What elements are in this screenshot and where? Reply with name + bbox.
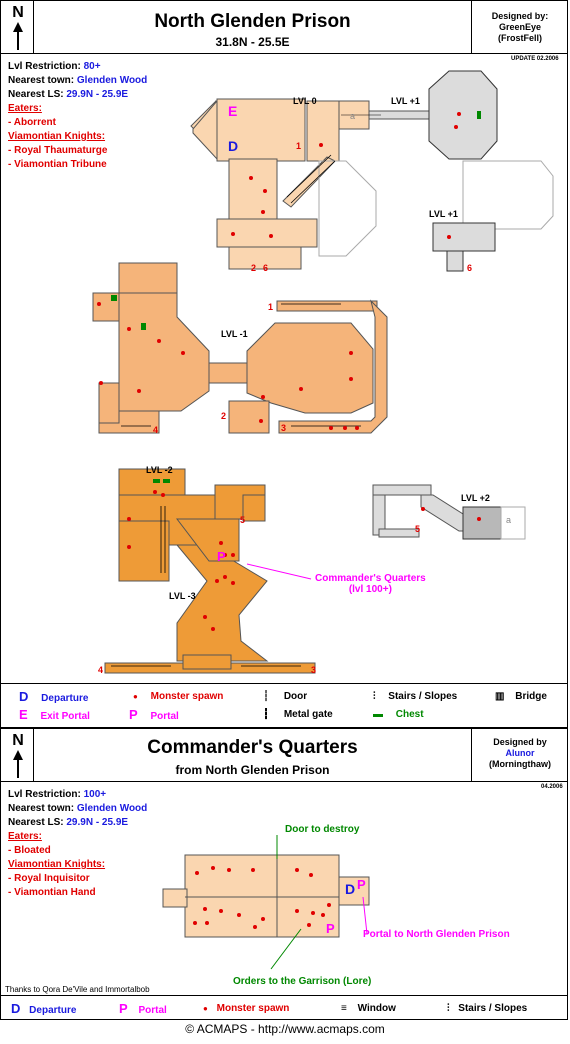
header-divider bbox=[1, 781, 567, 782]
prison-map bbox=[92, 70, 554, 674]
stair-number: 5 bbox=[240, 515, 246, 525]
level-label: LVL +1 bbox=[391, 96, 420, 106]
departure-marker: D bbox=[228, 138, 239, 154]
designer-credit: Designed by Alunor (Morningthaw) bbox=[489, 737, 551, 769]
level-label: LVL -1 bbox=[221, 329, 248, 339]
divider bbox=[33, 1, 34, 53]
divider bbox=[471, 729, 472, 781]
portal-marker: P bbox=[326, 921, 335, 936]
stair-number: 4 bbox=[153, 425, 159, 435]
designer-credit: Designed by: GreenEye (FrostFell) bbox=[491, 11, 549, 43]
update-date: UPDATE 02.2006 bbox=[511, 56, 559, 62]
portal-marker: P bbox=[357, 877, 366, 892]
door-to-destroy-label: Door to destroy bbox=[285, 824, 360, 835]
divider bbox=[471, 1, 472, 53]
stair-number: 6 bbox=[467, 263, 473, 273]
legend-divider bbox=[1, 995, 567, 996]
portal-to-prison-label: Portal to North Glenden Prison bbox=[363, 929, 510, 940]
quarters-subtitle: from North Glenden Prison bbox=[175, 763, 330, 777]
north-arrow-icon: N bbox=[7, 732, 29, 778]
level-label: LVL 0 bbox=[293, 96, 317, 106]
level-label: LVL -3 bbox=[169, 591, 196, 601]
prison-panel: N North Glenden Prison 31.8N - 25.5E Des… bbox=[0, 0, 568, 728]
stair-number: 4 bbox=[98, 665, 104, 675]
portal-marker: P bbox=[217, 549, 226, 564]
marker-a: a bbox=[506, 515, 512, 525]
stair-number: 2 bbox=[221, 411, 227, 421]
level-label: LVL -2 bbox=[146, 465, 173, 475]
quarters-title: Commander's Quarters bbox=[147, 737, 358, 758]
footer-copyright: © ACMAPS - http://www.acmaps.com bbox=[185, 1022, 385, 1036]
thanks-credit: Thanks to Qora De'Vile and Immortalbob bbox=[5, 985, 150, 994]
orders-label: Orders to the Garrison (Lore) bbox=[233, 976, 372, 987]
quarters-map bbox=[162, 835, 370, 970]
legend: D Departure P Portal ● Monster spawn ≡ W… bbox=[11, 1001, 528, 1016]
level-label: LVL +1 bbox=[429, 209, 458, 219]
info-block: Lvl Restriction: 100+ Nearest town: Glen… bbox=[8, 789, 148, 898]
stair-number: 1 bbox=[296, 141, 302, 151]
stair-number: 3 bbox=[281, 423, 287, 433]
departure-marker: D bbox=[345, 881, 356, 897]
legend: D Departure E Exit Portal ● Monster spaw… bbox=[19, 689, 547, 722]
divider bbox=[33, 729, 34, 781]
header-divider bbox=[1, 53, 567, 54]
page-title: North Glenden Prison bbox=[154, 11, 351, 32]
legend-divider bbox=[1, 683, 567, 684]
exit-portal-marker: E bbox=[228, 103, 238, 119]
quarters-panel: N Commander's Quarters from North Glende… bbox=[0, 728, 568, 1020]
stair-number: 3 bbox=[311, 665, 317, 675]
level-label: LVL +2 bbox=[461, 493, 490, 503]
stair-number: 5 bbox=[415, 524, 421, 534]
map-coordinates: 31.8N - 25.5E bbox=[215, 35, 290, 49]
stair-number: 2 bbox=[251, 263, 257, 273]
monster-spawns bbox=[1, 1, 481, 631]
marker-a: a bbox=[350, 111, 356, 121]
stair-number: 6 bbox=[263, 263, 269, 273]
info-block: Lvl Restriction: 80+ Nearest town: Glend… bbox=[8, 61, 148, 170]
stair-number: 1 bbox=[268, 302, 274, 312]
commanders-quarters-label: Commander's Quarters (lvl 100+) bbox=[315, 573, 426, 595]
update-date: 04.2006 bbox=[541, 784, 563, 790]
north-arrow-icon: N bbox=[7, 4, 29, 50]
